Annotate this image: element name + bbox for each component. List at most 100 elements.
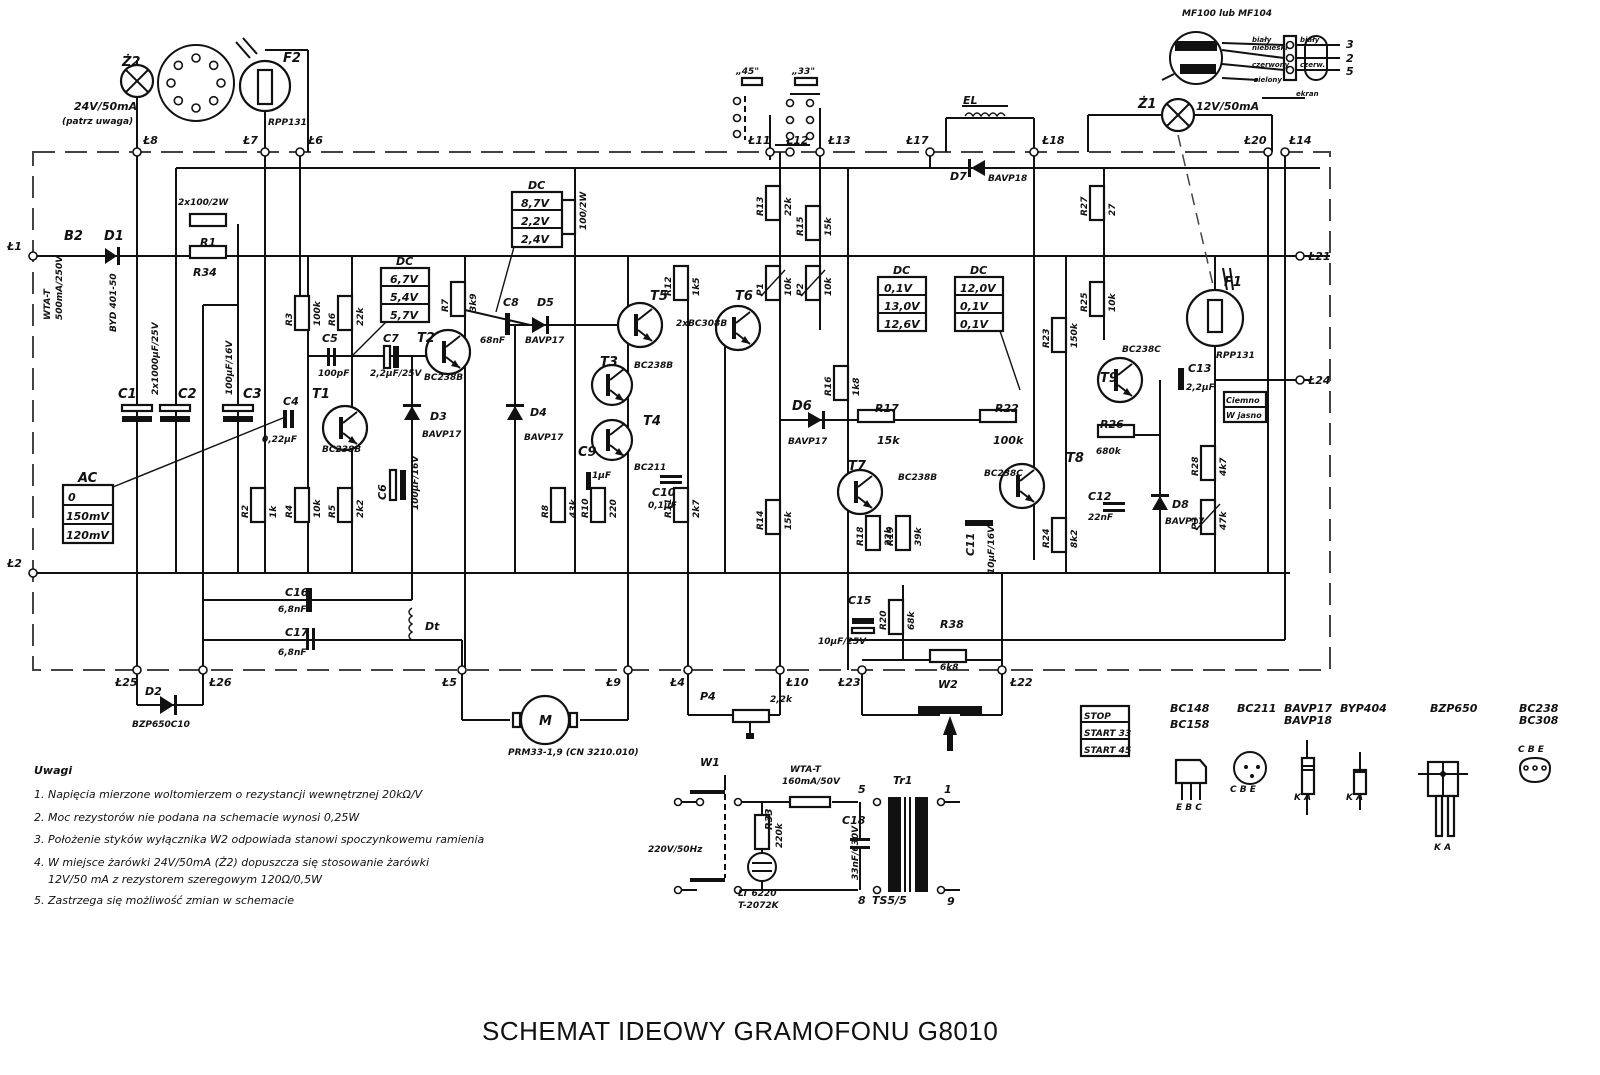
package-BYP404 [1352,752,1368,810]
terminal-L21: Ł21 [1295,250,1331,263]
svg-text:Ł9: Ł9 [605,676,621,689]
transistor-T5 [616,301,664,349]
label-D2-type: BZP650C10 [132,720,190,730]
label-C3: C3 [243,387,262,402]
note-4: 4. W miejsce żarówki 24V/50mA (Ż2) dopus… [34,856,429,869]
label-pin5: 5 [1346,65,1354,78]
svg-text:Ł8: Ł8 [142,134,158,147]
svg-text:100k: 100k [313,300,323,326]
label-plug-white: biały [1300,36,1320,44]
ac-box-v2: 120mV [66,529,110,542]
svg-text:68k: 68k [907,610,917,630]
legend-pkg2-l1: BC211 [1237,702,1276,715]
capacitor-C7 [382,344,399,370]
svg-text:1k5: 1k5 [692,277,702,296]
terminal-L24: Ł24 [1295,374,1331,387]
svg-text:P1: P1 [756,283,766,296]
dc-t2-v2: 5,7V [390,309,419,322]
capacitor-C3 [221,403,255,422]
transistor-T3 [590,363,634,407]
label-T9-type: BC238C [1122,345,1161,355]
svg-text:4k7: 4k7 [1219,457,1229,477]
transistor-T4 [590,418,634,462]
label-Z2: Ż2 [121,54,140,70]
transistor-T2 [424,328,472,376]
capacitor-C6 [388,468,406,502]
ac-box-label: AC [77,471,98,486]
label-wire-blue: niebieski [1252,44,1288,52]
label-C11: C11 [964,533,977,556]
label-Tr1-type: TS5/5 [872,894,907,907]
label-pin2: 2 [1346,52,1354,65]
diode-D6 [808,411,825,429]
legend-pkg6-pins: C B E [1518,745,1545,755]
legend-pkg3-pins: K A [1294,793,1311,803]
terminal-L1: Ł1 [6,240,38,261]
svg-text:39k: 39k [914,526,924,546]
terminal-L10: Ł10 [775,665,809,689]
dc-t7-v0: 0,1V [884,282,913,295]
label-W2: W2 [938,678,958,691]
svg-text:Ł14: Ł14 [1288,134,1312,147]
svg-text:R10: R10 [581,499,591,518]
label-P4-value: 2,2k [770,695,793,705]
terminal-L7: Ł7 [242,134,270,157]
svg-text:Ł26: Ł26 [208,676,232,689]
terminal-L26: Ł26 [198,665,232,689]
label-P4: P4 [700,690,716,703]
label-D7-type: BAVP18 [988,174,1027,184]
resistor-R17 [856,408,896,424]
svg-text:1k: 1k [269,505,279,518]
terminal-L5: Ł5 [441,665,467,689]
legend-pkg6-l2: BC308 [1519,714,1559,727]
svg-text:Ł11: Ł11 [747,134,771,147]
note-1: 1. Napięcia mierzone woltomierzem o rezy… [34,788,424,801]
svg-text:22k: 22k [884,526,894,546]
label-C13-value: 2,2µF [1186,383,1216,393]
label-wire-green: zielony [1253,76,1282,84]
label-M-type: PRM33-1,9 (CN 3210.010) [508,748,639,758]
notes-heading: Uwagi [34,764,72,777]
socket-pin [191,103,201,113]
label-R22-value: 100k [993,434,1024,447]
dc-t2-v0: 6,7V [390,273,419,286]
speed-switch [732,76,820,146]
label-fuse2-type: WTA-T [790,765,822,775]
svg-text:R8: R8 [541,505,551,518]
capacitor-C5 [327,348,336,366]
label-lamp-bright: W jasno [1226,411,1262,420]
svg-text:Ł2: Ł2 [6,557,22,570]
capacitor-C15 [850,618,876,635]
label-T1: T1 [312,387,330,402]
terminal-L20: Ł20 [1243,134,1273,157]
label-pickup: MF100 lub MF104 [1182,9,1272,19]
inductor-Dt [408,607,414,641]
package-legend [1174,740,1552,838]
package-BC238 [1518,756,1552,784]
lamp-Z1 [1160,97,1196,133]
label-R33-value: 220k [775,822,785,848]
svg-text:15k: 15k [824,216,834,236]
socket-pin [191,53,201,63]
svg-text:R11: R11 [664,499,674,518]
resistors: R21kR3100kR410kR52k2R622kR73k9R843kR9100… [188,184,1229,664]
svg-text:P3: P3 [1191,517,1201,530]
svg-text:R6: R6 [328,313,338,326]
diode-D8 [1151,494,1169,510]
svg-text:R20: R20 [879,611,889,630]
capacitor-C18 [850,838,870,849]
svg-text:R3: R3 [285,313,295,326]
label-T1-type: BC238B [322,445,361,455]
label-C3-value: 100µF/16V [225,340,235,395]
legend-start45: START 45 [1084,746,1131,756]
label-lamp-dark: Ciemno [1226,396,1260,405]
resistor-R20: R20 68k [879,598,917,636]
capacitor-C8 [505,313,510,335]
label-T4-type: BC211 [634,463,666,473]
